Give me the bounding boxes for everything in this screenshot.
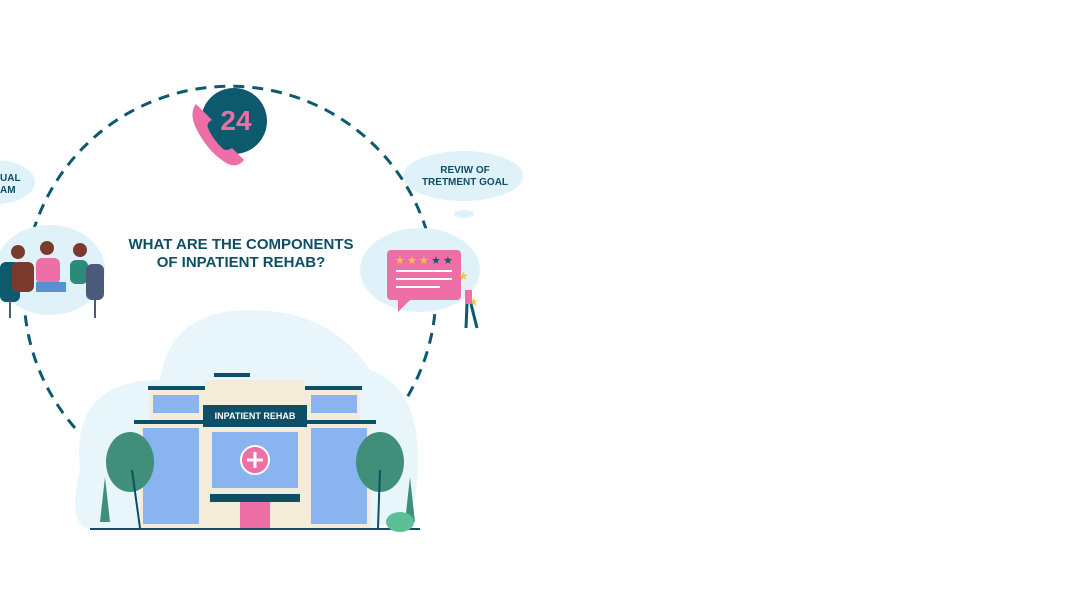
group-therapy-illustration (0, 225, 105, 318)
svg-text:★: ★ (443, 255, 453, 267)
tree-left (100, 432, 154, 529)
bubble-right-line1: REVIW OF (440, 165, 489, 176)
bubble-left-line1: UAL (0, 173, 21, 184)
svg-text:★: ★ (407, 255, 417, 267)
badge-number: 24 (220, 105, 252, 136)
tree-right (356, 432, 415, 532)
svg-text:★: ★ (458, 269, 469, 283)
bubble-left-line2: AM (0, 185, 16, 196)
hospital-sign: INPATIENT REHAB (215, 411, 296, 421)
svg-text:★: ★ (395, 255, 405, 267)
bubble-left: UAL AM (0, 160, 35, 204)
bubble-right-line2: TRETMENT GOAL (422, 177, 508, 188)
phone-24-badge: 24 (192, 88, 267, 166)
svg-text:★: ★ (419, 255, 429, 267)
svg-text:★: ★ (468, 295, 479, 309)
review-card-illustration: ★★★ ★★ ★ ★ (360, 228, 480, 329)
phone-icon (192, 104, 244, 166)
hospital-illustration: INPATIENT REHAB (75, 310, 420, 532)
svg-text:★: ★ (431, 255, 441, 267)
title-line2: OF INPATIENT REHAB? (157, 254, 326, 271)
bubble-right: REVIW OF TRETMENT GOAL (403, 151, 523, 218)
title-line1: WHAT ARE THE COMPONENTS (129, 236, 354, 253)
rating-stars: ★★★ ★★ (395, 255, 453, 267)
